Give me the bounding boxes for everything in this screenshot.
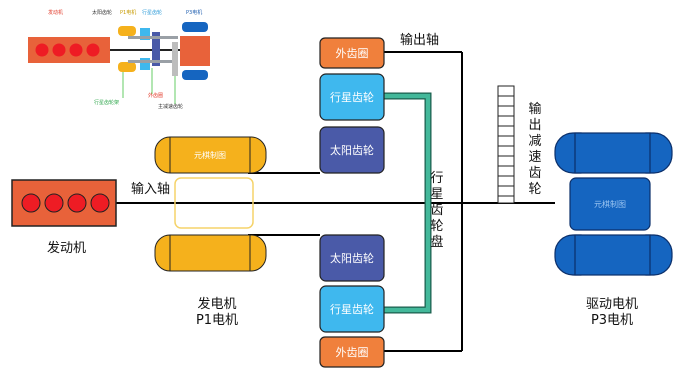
carrier-label-1: 星 <box>430 187 443 202</box>
thumb-label-ring: 外齿圈 <box>148 92 163 99</box>
gen-label-line1: 发电机 <box>197 296 236 312</box>
sun-gear-bottom <box>319 234 385 282</box>
reduction-label-4: 齿 <box>528 166 541 181</box>
carrier-label-2: 齿 <box>430 203 443 218</box>
thumb-label-p3: P3电机 <box>186 9 202 16</box>
thumb-label-final-drive: 主减速齿轮 <box>158 103 183 110</box>
engine-cylinder <box>21 193 41 213</box>
reduction-label-3: 速 <box>528 150 541 165</box>
planet-bottom-label: 行星齿轮 <box>330 302 374 316</box>
reduction-gear-teeth <box>498 95 514 197</box>
planet-top-label: 行星齿轮 <box>330 90 374 104</box>
engine-cylinder <box>67 193 87 213</box>
reduction-label-1: 出 <box>528 118 541 133</box>
sun-top-label: 太阳齿轮 <box>330 143 374 157</box>
thumb-p3-top <box>182 22 208 32</box>
thumb-label-engine: 发动机 <box>48 9 63 16</box>
gen-label-line2: P1电机 <box>196 313 238 328</box>
engine-label: 发动机 <box>47 240 86 256</box>
thumb-p3-bottom <box>182 70 208 80</box>
engine-cylinder <box>44 193 64 213</box>
carrier-label-3: 轮 <box>430 219 443 234</box>
reduction-label-5: 轮 <box>528 182 541 197</box>
gen-rotor-outline <box>174 177 254 229</box>
drive-motor: 元棋制图 <box>554 132 673 276</box>
reduction-gear <box>497 85 515 204</box>
generator-motor: 元棋制图 <box>154 136 267 272</box>
thumb-p1-top <box>118 26 136 36</box>
thumb-cylinder <box>35 43 49 57</box>
thumb-cylinder <box>69 43 83 57</box>
output-shaft-label: 输出轴 <box>400 32 439 48</box>
carrier-label-0: 行 <box>430 171 443 186</box>
thumb-label-sun: 太阳齿轮 <box>92 9 112 16</box>
thumb-sun <box>152 32 160 66</box>
outer-ring-bottom-label: 外齿圈 <box>336 346 369 359</box>
outer-ring-top-label: 外齿圈 <box>336 47 369 60</box>
thumb-label-planet: 行星齿轮 <box>142 9 162 16</box>
drive-rotor-watermark: 元棋制图 <box>594 199 626 209</box>
thumb-label-carrier: 行星齿轮架 <box>94 99 119 106</box>
reduction-label-0: 输 <box>528 101 541 117</box>
thumbnail-diagram: 发动机 太阳齿轮 P1电机 行星齿轮 P3电机 行星齿轮架 外齿圈 主减速齿轮 <box>28 9 210 110</box>
planetary-gear-set <box>319 37 385 368</box>
reduction-gear-body <box>497 85 515 204</box>
drive-rotor <box>569 177 651 231</box>
thumb-cylinder <box>86 43 100 57</box>
engine-cylinder <box>90 193 110 213</box>
planet-gear-bottom <box>319 285 385 333</box>
thumb-p3 <box>180 36 210 66</box>
gen-stator-bottom <box>169 234 251 272</box>
drive-stator-top <box>574 132 651 174</box>
drive-label-line1: 驱动电机 <box>586 297 638 312</box>
drive-label-line2: P3电机 <box>591 313 633 328</box>
carrier-fill <box>384 93 431 313</box>
sun-gear-top <box>319 126 385 174</box>
outer-ring-bottom <box>319 336 385 368</box>
thumb-label-p1: P1电机 <box>120 9 136 16</box>
input-shaft-label: 输入轴 <box>131 181 170 197</box>
outer-ring-top <box>319 37 385 69</box>
sun-bottom-label: 太阳齿轮 <box>330 251 374 265</box>
thumb-planet-bottom <box>140 58 150 70</box>
carrier-label-4: 盘 <box>430 234 443 250</box>
thumb-cylinder <box>52 43 66 57</box>
planet-gear-top <box>319 73 385 121</box>
thumb-planet-top <box>140 28 150 40</box>
engine <box>11 179 117 227</box>
thumb-ring-bar <box>128 60 178 63</box>
thumb-ring-bar <box>128 36 178 39</box>
thumb-gear <box>172 42 178 76</box>
gen-stator-watermark: 元棋制图 <box>194 150 226 160</box>
planet-carrier <box>384 92 432 314</box>
gen-stator-top <box>169 136 251 174</box>
reduction-label-2: 减 <box>528 134 541 149</box>
thumb-p1-bottom <box>118 62 136 72</box>
drive-stator-bottom <box>574 234 651 276</box>
